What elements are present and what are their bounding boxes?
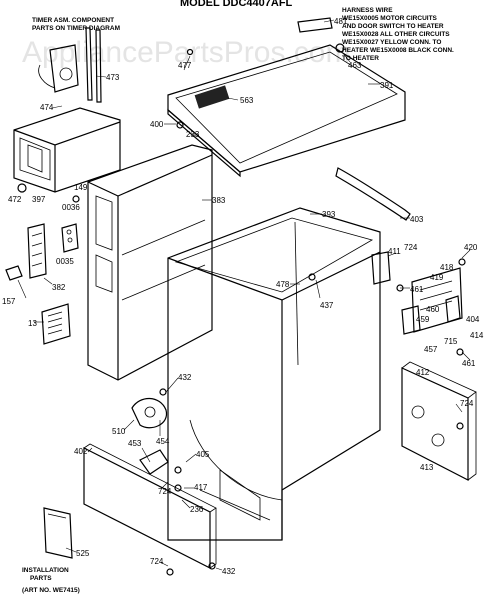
installation-parts-bag — [43, 507, 73, 559]
callout-437: 437 — [320, 301, 334, 310]
callout-724-top: 724 — [404, 243, 418, 252]
harness-note-line-5: WE15X0027 YELLOW CONN. TO — [342, 39, 441, 46]
callout-149: 149 — [74, 183, 88, 192]
callout-411: 411 — [388, 247, 401, 256]
control-box — [13, 107, 121, 193]
callout-432-lower: 432 — [222, 567, 236, 576]
top-panel — [167, 44, 406, 178]
harness-note-line-1: HARNESS WIRE — [342, 7, 393, 14]
callout-460: 460 — [426, 305, 440, 314]
model-title: MODEL DDC4407AFL — [180, 0, 293, 9]
callout-417: 417 — [194, 483, 208, 492]
callout-472: 472 — [8, 195, 22, 204]
terminal-block-0036 — [61, 223, 79, 253]
harness-note-line-6: HEATER WE15X0008 BLACK CONN. — [342, 47, 454, 54]
callout-404: 404 — [466, 315, 480, 324]
callout-453: 453 — [128, 439, 142, 448]
callout-454: 454 — [156, 437, 170, 446]
callout-459: 459 — [416, 315, 430, 324]
bracket-453 — [139, 449, 169, 475]
callout-405: 405 — [196, 450, 210, 459]
main-cabinet — [167, 207, 381, 541]
callout-563: 563 — [240, 96, 254, 105]
idler-pulley-454 — [131, 397, 168, 429]
callout-419: 419 — [430, 273, 444, 282]
callout-0036: 0036 — [62, 203, 80, 212]
callout-461-top: 461 — [410, 285, 424, 294]
callout-724-mid: 724 — [158, 487, 172, 496]
harness-note-line-4: WE15X0028 ALL OTHER CIRCUITS — [342, 31, 450, 38]
harness-note-line-2: WE15X0005 MOTOR CIRCUITS — [342, 15, 438, 22]
callout-157: 157 — [2, 297, 16, 306]
installation-note-line-2: PARTS — [30, 575, 52, 582]
callout-414: 414 — [470, 331, 484, 340]
callout-393: 393 — [322, 210, 336, 219]
callout-724-right: 724 — [460, 399, 474, 408]
callout-383: 383 — [212, 196, 226, 205]
callout-525: 525 — [76, 549, 90, 558]
timer-note-line-1: TIMER ASM. COMPONENT — [32, 17, 114, 24]
callout-432-upper: 432 — [178, 373, 192, 382]
callout-461-bottom: 461 — [462, 359, 476, 368]
callout-418: 418 — [440, 263, 454, 272]
timer-assembly — [38, 27, 102, 103]
side-panel — [87, 144, 213, 381]
callout-233: 233 — [186, 130, 200, 139]
control-label-563 — [194, 85, 230, 109]
callout-13: 13 — [28, 319, 37, 328]
callout-403: 403 — [410, 215, 424, 224]
harness-note-line-3: AND DOOR SWITCH TO HEATER — [342, 23, 444, 30]
callout-473: 473 — [106, 73, 120, 82]
callout-382: 382 — [52, 283, 66, 292]
wiring-plate-382 — [27, 223, 47, 279]
callout-481: 481 — [334, 17, 348, 26]
door-switch-plate — [371, 251, 391, 285]
callout-715: 715 — [444, 337, 458, 346]
timer-note-line-2: PARTS ON TIMER DIAGRAM — [32, 25, 120, 32]
drum-belt — [335, 167, 411, 221]
rear-panel — [401, 361, 477, 481]
harness-note: HARNESS WIRE WE15X0005 MOTOR CIRCUITS AN… — [342, 7, 454, 62]
timer-note: TIMER ASM. COMPONENT PARTS ON TIMER DIAG… — [32, 17, 120, 32]
callout-420: 420 — [464, 243, 478, 252]
callout-labels: 481 463 391 477 473 474 563 400 233 472 … — [2, 17, 484, 576]
callout-412: 412 — [416, 368, 430, 377]
screws — [72, 48, 464, 576]
callout-400: 400 — [150, 120, 164, 129]
installation-note-line-3: (ART NO. WE7415) — [22, 587, 80, 594]
callout-413: 413 — [420, 463, 434, 472]
heater-assembly — [401, 258, 466, 335]
leader-lines — [17, 19, 471, 571]
callout-0035: 0035 — [56, 257, 74, 266]
callout-457: 457 — [424, 345, 438, 354]
callout-391: 391 — [380, 81, 394, 90]
callout-477: 477 — [178, 61, 192, 70]
label-plate-13 — [41, 303, 71, 345]
callout-463: 463 — [348, 61, 362, 70]
installation-note: INSTALLATION PARTS (ART NO. WE7415) — [22, 567, 80, 594]
installation-note-line-1: INSTALLATION — [22, 567, 69, 574]
callout-724-bottom: 724 — [150, 557, 164, 566]
harness-note-line-7: TO HEATER — [342, 55, 379, 62]
callout-474: 474 — [40, 103, 54, 112]
connector-157 — [5, 265, 23, 281]
top-hinge-parts — [297, 17, 345, 53]
callout-236: 236 — [190, 505, 204, 514]
callout-397: 397 — [32, 195, 46, 204]
callout-402: 402 — [74, 447, 88, 456]
callout-510: 510 — [112, 427, 126, 436]
callout-478: 478 — [276, 280, 290, 289]
